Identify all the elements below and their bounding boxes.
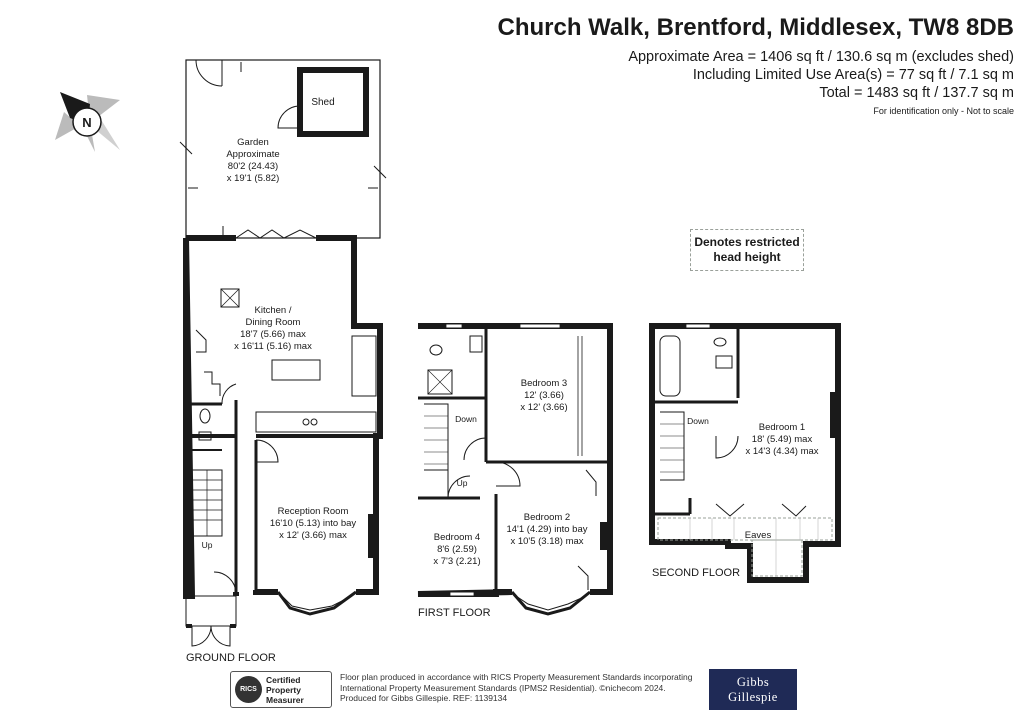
restricted-height-legend: Denotes restricted head height bbox=[690, 229, 804, 271]
compass-icon: N bbox=[55, 92, 120, 152]
approximate-area: Approximate Area = 1406 sq ft / 130.6 sq… bbox=[628, 49, 1014, 65]
svg-text:x 7'3 (2.21): x 7'3 (2.21) bbox=[433, 556, 480, 567]
svg-text:x 12' (3.66) max: x 12' (3.66) max bbox=[279, 530, 347, 541]
compass-letter: N bbox=[82, 115, 91, 130]
footer-note: Floor plan produced in accordance with R… bbox=[340, 672, 700, 704]
legend-line-2: head height bbox=[713, 250, 781, 264]
rics-certified-badge: RICS Certified Property Measurer bbox=[230, 671, 332, 708]
svg-text:Garden: Garden bbox=[237, 137, 269, 148]
svg-text:Dining Room: Dining Room bbox=[246, 317, 301, 328]
eaves-label: Eaves bbox=[745, 530, 772, 541]
svg-text:x 19'1 (5.82): x 19'1 (5.82) bbox=[227, 173, 280, 184]
first-floor-plan bbox=[417, 323, 613, 616]
reception-room-label: Reception Room 16'10 (5.13) into bay x 1… bbox=[270, 506, 357, 541]
bedroom-4-label: Bedroom 4 8'6 (2.59) x 7'3 (2.21) bbox=[433, 532, 480, 567]
rics-logo-icon: RICS bbox=[235, 676, 262, 703]
svg-text:18' (5.49) max: 18' (5.49) max bbox=[752, 434, 813, 445]
total-area: Total = 1483 sq ft / 137.7 sq m bbox=[819, 85, 1014, 101]
svg-text:x 12' (3.66): x 12' (3.66) bbox=[520, 402, 567, 413]
garden-label: Garden Approximate 80'2 (24.43) x 19'1 (… bbox=[226, 137, 279, 184]
second-floor-label: SECOND FLOOR bbox=[652, 567, 740, 579]
stairs-down-label: Down bbox=[455, 414, 477, 424]
svg-text:14'1 (4.29) into bay: 14'1 (4.29) into bay bbox=[506, 524, 587, 535]
rics-line-3: Measurer bbox=[266, 695, 304, 705]
svg-text:Bedroom 4: Bedroom 4 bbox=[434, 532, 480, 543]
bedroom-1-label: Bedroom 1 18' (5.49) max x 14'3 (4.34) m… bbox=[745, 422, 818, 457]
bedroom-3-label: Bedroom 3 12' (3.66) x 12' (3.66) bbox=[520, 378, 567, 413]
ground-floor-label: GROUND FLOOR bbox=[186, 652, 276, 664]
stairs-up-label: Up bbox=[202, 540, 213, 550]
svg-text:Bedroom 3: Bedroom 3 bbox=[521, 378, 567, 389]
bedroom-2-label: Bedroom 2 14'1 (4.29) into bay x 10'5 (3… bbox=[506, 512, 587, 547]
svg-text:12' (3.66): 12' (3.66) bbox=[524, 390, 564, 401]
first-floor-label: FIRST FLOOR bbox=[418, 607, 491, 619]
page-title: Church Walk, Brentford, Middlesex, TW8 8… bbox=[497, 14, 1014, 41]
shed-label: Shed bbox=[311, 97, 334, 108]
svg-text:x 16'11 (5.16) max: x 16'11 (5.16) max bbox=[234, 341, 312, 352]
legend-line-1: Denotes restricted bbox=[694, 235, 800, 249]
footer-note-line-2: International Property Measurement Stand… bbox=[340, 682, 666, 693]
svg-text:80'2 (24.43): 80'2 (24.43) bbox=[228, 161, 278, 172]
limited-use-area: Including Limited Use Area(s) = 77 sq ft… bbox=[692, 67, 1014, 83]
gibbs-gillespie-logo: Gibbs Gillespie bbox=[709, 669, 797, 710]
svg-text:Bedroom 1: Bedroom 1 bbox=[759, 422, 805, 433]
second-floor-plan bbox=[649, 323, 841, 583]
svg-text:x 14'3 (4.34) max: x 14'3 (4.34) max bbox=[745, 446, 818, 457]
svg-text:x 10'5 (3.18) max: x 10'5 (3.18) max bbox=[510, 536, 583, 547]
stairs-up-label-first: Up bbox=[457, 478, 468, 488]
rics-line-1: Certified bbox=[266, 675, 301, 685]
rics-certified-text: Certified Property Measurer bbox=[266, 675, 330, 705]
kitchen-dining-label: Kitchen / Dining Room 18'7 (5.66) max x … bbox=[234, 305, 312, 352]
logo-line-2: Gillespie bbox=[728, 690, 778, 704]
rics-line-2: Property bbox=[266, 685, 301, 695]
svg-text:Bedroom 2: Bedroom 2 bbox=[524, 512, 570, 523]
svg-text:8'6 (2.59): 8'6 (2.59) bbox=[437, 544, 477, 555]
svg-text:Kitchen /: Kitchen / bbox=[255, 305, 292, 316]
footer-note-line-3: Produced for Gibbs Gillespie. REF: 11391… bbox=[340, 693, 508, 703]
ground-floor-plan bbox=[179, 59, 387, 647]
svg-text:16'10 (5.13) into bay: 16'10 (5.13) into bay bbox=[270, 518, 357, 529]
identification-note: For identification only - Not to scale bbox=[873, 106, 1014, 116]
svg-text:Reception Room: Reception Room bbox=[278, 506, 349, 517]
stairs-down-label-second: Down bbox=[687, 416, 709, 426]
svg-text:18'7 (5.66) max: 18'7 (5.66) max bbox=[240, 329, 306, 340]
logo-line-1: Gibbs bbox=[736, 675, 770, 689]
svg-text:Approximate: Approximate bbox=[226, 149, 279, 160]
footer-note-line-1: Floor plan produced in accordance with R… bbox=[340, 672, 693, 682]
